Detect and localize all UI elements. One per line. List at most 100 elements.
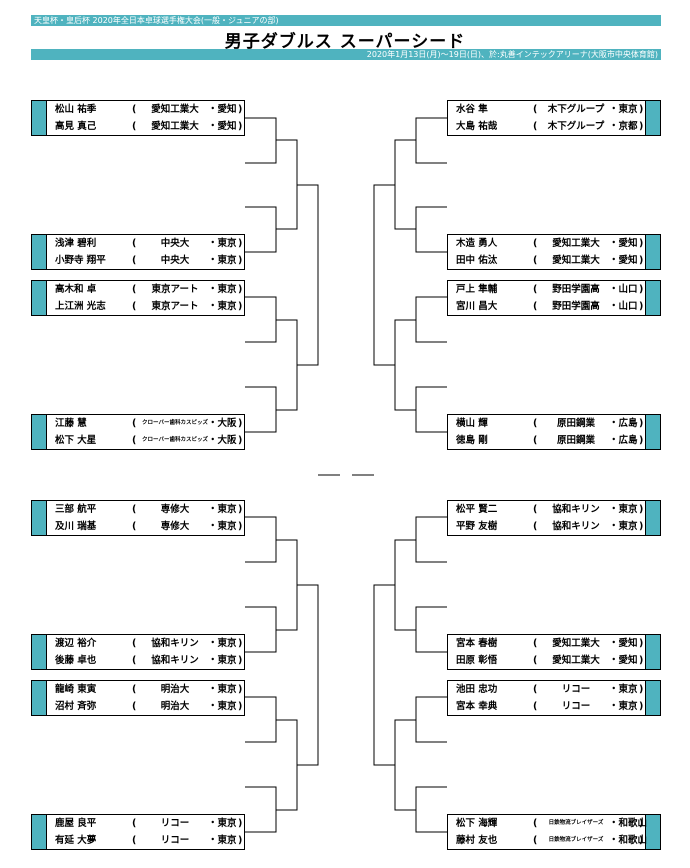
- open-paren: (: [132, 655, 137, 666]
- player-affiliation: 明治大: [160, 701, 190, 712]
- player-affiliation: 愛知工業大: [151, 104, 199, 115]
- player-affiliation: リコー: [561, 701, 591, 712]
- seed-marker: [645, 235, 660, 269]
- player-name: 浅津 碧利: [55, 238, 97, 249]
- seed-marker: [645, 415, 660, 449]
- date-venue: 2020年1月13日(月)～19日(日)、於:丸善インテックアリーナ(大阪市中央…: [366, 50, 658, 59]
- close-paren: ): [639, 835, 644, 846]
- player-name: 有延 大夢: [55, 835, 97, 846]
- seed-marker: [645, 815, 660, 849]
- open-paren: (: [533, 121, 538, 132]
- tournament-banner: 天皇杯・皇后杯 2020年全日本卓球選手権大会(一般・ジュニアの部): [31, 15, 661, 26]
- player-affiliation: 愛知工業大: [151, 121, 199, 132]
- player-name: 松下 大星: [55, 435, 97, 446]
- player-prefecture: ・東京: [208, 835, 237, 846]
- player-row: 田原 彰悟(愛知工業大・愛知): [449, 652, 645, 669]
- player-prefecture: ・広島: [609, 435, 638, 446]
- player-row: 及川 瑞基(専修大・東京): [48, 518, 244, 535]
- player-prefecture: ・愛知: [609, 255, 638, 266]
- close-paren: ): [238, 301, 243, 312]
- player-affiliation: クローバー歯科カスピッズ: [142, 437, 208, 443]
- player-prefecture: ・山口: [609, 301, 638, 312]
- player-affiliation: 原田鋼業: [556, 435, 595, 446]
- player-row: 高見 真己(愛知工業大・愛知): [48, 118, 244, 135]
- open-paren: (: [132, 701, 137, 712]
- player-affiliation: リコー: [160, 835, 190, 846]
- open-paren: (: [533, 104, 538, 115]
- player-name: 後藤 卓也: [55, 655, 97, 666]
- player-prefecture: ・和歌山: [609, 835, 648, 846]
- close-paren: ): [238, 121, 243, 132]
- close-paren: ): [639, 521, 644, 532]
- player-affiliation: クローバー歯科カスピッズ: [142, 420, 208, 426]
- player-row: 大島 祐哉(木下グループ・京都): [449, 118, 645, 135]
- player-affiliation: 専修大: [160, 504, 190, 515]
- close-paren: ): [238, 255, 243, 266]
- player-prefecture: ・東京: [208, 238, 237, 249]
- player-row: 三部 航平(専修大・東京): [48, 501, 244, 518]
- player-prefecture: ・東京: [208, 301, 237, 312]
- player-row: 松下 大星(クローバー歯科カスピッズ・大阪): [48, 432, 244, 449]
- close-paren: ): [238, 818, 243, 829]
- open-paren: (: [533, 435, 538, 446]
- player-row: 平野 友樹(協和キリン・東京): [449, 518, 645, 535]
- close-paren: ): [238, 521, 243, 532]
- player-affiliation: 東京アート: [151, 301, 199, 312]
- pair-box: 戸上 隼輔(野田学園高・山口)宮川 昌大(野田学園高・山口): [447, 280, 661, 316]
- player-name: 水谷 隼: [456, 104, 488, 115]
- player-affiliation: 愛知工業大: [552, 255, 600, 266]
- player-row: 有延 大夢(リコー・東京): [48, 832, 244, 849]
- player-prefecture: ・愛知: [208, 104, 237, 115]
- player-name: 龍崎 東寅: [55, 684, 97, 695]
- player-row: 横山 輝(原田鋼業・広島): [449, 415, 645, 432]
- player-row: 高木和 卓(東京アート・東京): [48, 281, 244, 298]
- player-row: 浅津 碧利(中央大・東京): [48, 235, 244, 252]
- player-prefecture: ・東京: [609, 104, 638, 115]
- player-prefecture: ・東京: [208, 818, 237, 829]
- tournament-name: 天皇杯・皇后杯 2020年全日本卓球選手権大会(一般・ジュニアの部): [34, 16, 279, 25]
- player-affiliation: 野田学園高: [552, 301, 600, 312]
- pair-box: 池田 忠功(リコー・東京)宮本 幸典(リコー・東京): [447, 680, 661, 716]
- player-prefecture: ・東京: [208, 504, 237, 515]
- seed-marker: [645, 501, 660, 535]
- player-affiliation: 協和キリン: [552, 521, 600, 532]
- close-paren: ): [639, 684, 644, 695]
- open-paren: (: [132, 284, 137, 295]
- player-name: 田中 佑汰: [456, 255, 498, 266]
- pair-box: 木造 勇人(愛知工業大・愛知)田中 佑汰(愛知工業大・愛知): [447, 234, 661, 270]
- close-paren: ): [238, 238, 243, 249]
- open-paren: (: [132, 238, 137, 249]
- open-paren: (: [533, 701, 538, 712]
- player-row: 宮本 春樹(愛知工業大・愛知): [449, 635, 645, 652]
- open-paren: (: [533, 638, 538, 649]
- pair-box: 宮本 春樹(愛知工業大・愛知)田原 彰悟(愛知工業大・愛知): [447, 634, 661, 670]
- player-prefecture: ・愛知: [609, 238, 638, 249]
- seed-marker: [32, 635, 47, 669]
- player-prefecture: ・東京: [609, 521, 638, 532]
- pair-box: 水谷 隼(木下グループ・東京)大島 祐哉(木下グループ・京都): [447, 100, 661, 136]
- close-paren: ): [238, 284, 243, 295]
- seed-marker: [32, 501, 47, 535]
- close-paren: ): [639, 301, 644, 312]
- pair-box: 鹿屋 良平(リコー・東京)有延 大夢(リコー・東京): [31, 814, 245, 850]
- player-row: 龍崎 東寅(明治大・東京): [48, 681, 244, 698]
- player-affiliation: 愛知工業大: [552, 238, 600, 249]
- player-row: 田中 佑汰(愛知工業大・愛知): [449, 252, 645, 269]
- player-prefecture: ・東京: [208, 284, 237, 295]
- player-affiliation: 日鉄物流ブレイザーズ: [548, 837, 604, 843]
- seed-marker: [32, 681, 47, 715]
- player-row: 戸上 隼輔(野田学園高・山口): [449, 281, 645, 298]
- player-name: 高木和 卓: [55, 284, 97, 295]
- player-prefecture: ・山口: [609, 284, 638, 295]
- close-paren: ): [238, 418, 243, 429]
- close-paren: ): [238, 835, 243, 846]
- pair-box: 松下 海輝(日鉄物流ブレイザーズ・和歌山)藤村 友也(日鉄物流ブレイザーズ・和歌…: [447, 814, 661, 850]
- player-prefecture: ・東京: [208, 655, 237, 666]
- player-row: 宮川 昌大(野田学園高・山口): [449, 298, 645, 315]
- open-paren: (: [132, 684, 137, 695]
- seed-marker: [645, 101, 660, 135]
- pair-box: 横山 輝(原田鋼業・広島)徳島 剛(原田鋼業・広島): [447, 414, 661, 450]
- player-row: 松平 賢二(協和キリン・東京): [449, 501, 645, 518]
- player-affiliation: 愛知工業大: [552, 638, 600, 649]
- player-prefecture: ・和歌山: [609, 818, 648, 829]
